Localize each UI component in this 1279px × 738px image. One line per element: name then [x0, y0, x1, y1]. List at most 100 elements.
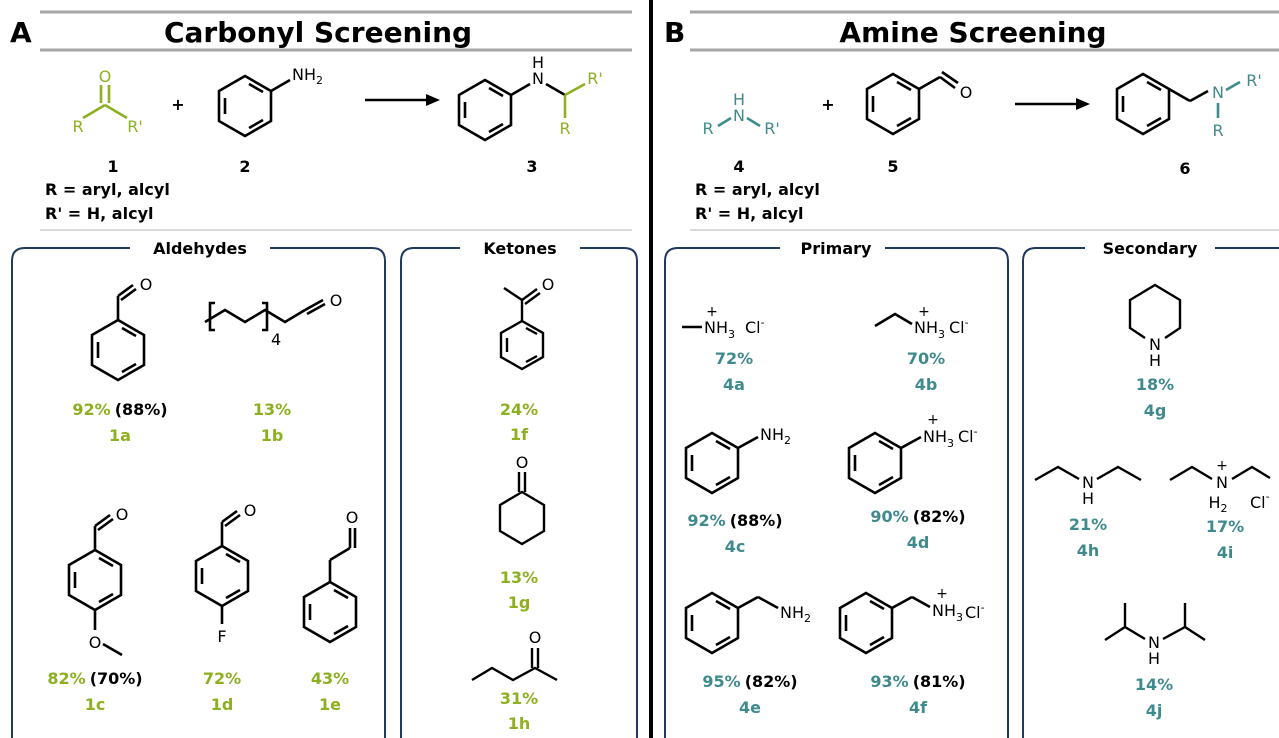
- panel-b-letter: B: [664, 16, 685, 49]
- yield-1c: 82%(70%): [47, 669, 142, 688]
- compound-1g-structure: [498, 490, 546, 546]
- yield-1h: 31%: [500, 689, 538, 708]
- label-compound-3: 3: [526, 157, 537, 176]
- id-4j: 4j: [1146, 701, 1163, 720]
- aldehydes-box: [11, 247, 386, 738]
- svg-text:R' = H, alcyl: R' = H, alcyl: [695, 204, 803, 223]
- ketones-box: [400, 247, 638, 738]
- compound-4d-structure: [847, 431, 903, 495]
- r-prime-definition: R' = H, alcyl: [45, 204, 153, 223]
- secondary-box: [1022, 247, 1279, 738]
- compound-4j-structure: [1104, 603, 1206, 642]
- svg-text:N: N: [1212, 83, 1224, 102]
- compound-1f-structure: [499, 319, 545, 371]
- yield-4f: 93%(81%): [870, 672, 965, 691]
- yield-4i: 17%: [1206, 517, 1244, 536]
- atom-n: N: [532, 69, 544, 88]
- compound-3-ring: [457, 78, 513, 142]
- primary-title: Primary: [801, 239, 872, 258]
- id-1h: 1h: [508, 714, 531, 733]
- yield-4d: 90%(82%): [870, 507, 965, 526]
- svg-text:O: O: [529, 628, 542, 647]
- yield-1g: 13%: [500, 568, 538, 587]
- svg-text:R': R': [1246, 71, 1262, 90]
- repeat-count: 4: [271, 330, 281, 349]
- panel-a-title: Carbonyl Screening: [164, 16, 472, 49]
- svg-text:O: O: [140, 275, 153, 294]
- id-4b: 4b: [915, 375, 938, 394]
- panel-b: B Amine Screening H N R R' + O N R' R 4 …: [664, 10, 1279, 738]
- yield-1a: 92%(88%): [72, 400, 167, 419]
- svg-text:O: O: [516, 453, 529, 472]
- id-4f: 4f: [909, 698, 928, 717]
- svg-text:N: N: [733, 106, 745, 125]
- svg-text:+: +: [821, 95, 834, 114]
- svg-text:+: +: [927, 412, 939, 428]
- panel-b-title: Amine Screening: [839, 16, 1106, 49]
- product-r-prime: R': [587, 69, 603, 88]
- svg-text:H: H: [1082, 489, 1094, 508]
- compound-6-structure: [1115, 72, 1171, 136]
- label-compound-1: 1: [107, 157, 118, 176]
- compound-4i-structure: [1169, 465, 1213, 482]
- svg-text:O: O: [960, 83, 973, 102]
- compound-4e-structure: [684, 591, 740, 655]
- id-4a: 4a: [723, 375, 745, 394]
- label-compound-4: 4: [733, 157, 744, 176]
- svg-text:R: R: [1212, 121, 1223, 140]
- svg-text:O: O: [330, 291, 343, 310]
- svg-text:H: H: [733, 90, 745, 109]
- compound-1d-structure: [194, 544, 250, 608]
- yield-4g: 18%: [1136, 375, 1174, 394]
- id-4e: 4e: [739, 698, 761, 717]
- label-compound-6: 6: [1179, 159, 1190, 178]
- svg-text:+: +: [706, 304, 718, 320]
- label-compound-2: 2: [239, 157, 250, 176]
- yield-4a: 72%: [715, 349, 753, 368]
- svg-text:NH2: NH2: [760, 425, 791, 447]
- atom-h: H: [532, 53, 544, 72]
- panel-a-letter: A: [10, 16, 32, 49]
- svg-text:O: O: [542, 275, 555, 294]
- yield-4c: 92%(88%): [687, 511, 782, 530]
- yield-4e: 95%(82%): [702, 672, 797, 691]
- rgroup-r: R: [72, 117, 83, 136]
- id-1e: 1e: [319, 695, 341, 714]
- id-1b: 1b: [261, 426, 284, 445]
- svg-text:N: N: [1216, 473, 1228, 492]
- panel-a: A Carbonyl Screening O R R' + NH2 N H R': [10, 10, 638, 738]
- compound-4h-structure: [1034, 465, 1080, 482]
- compound-4c-structure: [684, 431, 740, 495]
- svg-text:H: H: [1148, 649, 1160, 668]
- compound-4f-structure: [838, 591, 894, 655]
- aniline-nh2: NH2: [292, 65, 323, 87]
- yield-1e: 43%: [311, 669, 349, 688]
- svg-text:O: O: [116, 505, 129, 524]
- id-1d: 1d: [211, 695, 234, 714]
- plus-sign: +: [171, 95, 184, 114]
- svg-text:O: O: [89, 633, 102, 652]
- svg-text:+: +: [918, 304, 930, 320]
- aldehydes-title: Aldehydes: [153, 239, 247, 258]
- yield-4j: 14%: [1135, 675, 1173, 694]
- svg-text:N: N: [1082, 473, 1094, 492]
- yield-1d: 72%: [203, 669, 241, 688]
- compound-1h-structure: [471, 648, 558, 682]
- rgroup-r-prime: R': [127, 117, 143, 136]
- yield-4b: 70%: [907, 349, 945, 368]
- ketones-title: Ketones: [483, 239, 556, 258]
- secondary-title: Secondary: [1103, 239, 1198, 258]
- compound-1-structure: [82, 85, 128, 120]
- svg-text:NH2: NH2: [780, 603, 811, 625]
- yield-4h: 21%: [1069, 515, 1107, 534]
- svg-text:N: N: [1149, 335, 1161, 354]
- svg-text:H2: H2: [1208, 493, 1227, 515]
- compound-1b-structure: [204, 298, 326, 332]
- yield-1b: 13%: [253, 400, 291, 419]
